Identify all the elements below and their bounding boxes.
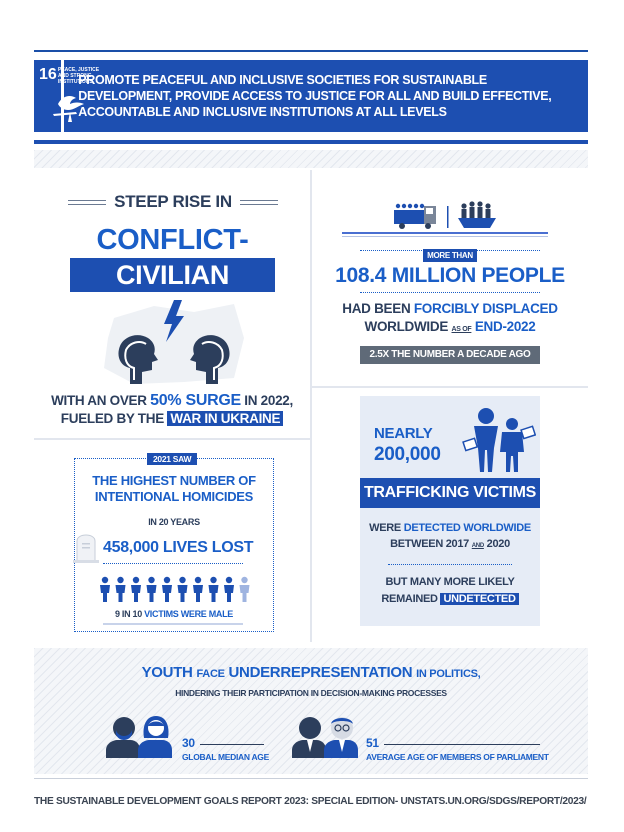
homicides-title: THE HIGHEST NUMBER OF INTENTIONAL HOMICI… [92, 473, 256, 504]
sdg-badge: 16 PEACE, JUSTICE AND STRONG INSTITUTION… [34, 60, 99, 132]
fueled-pre: FUELED BY THE [60, 411, 164, 426]
person-icon [162, 576, 172, 602]
footer-source: THE SUSTAINABLE DEVELOPMENT GOALS REPORT… [34, 796, 587, 807]
million-rule [360, 292, 540, 293]
surge-post: IN 2022, [244, 393, 293, 408]
age-mp-rule [384, 744, 540, 745]
person-icon [146, 576, 157, 602]
header-banner: 16 PEACE, JUSTICE AND STRONG INSTITUTION… [34, 60, 588, 132]
surge-text: WITH AN OVER 50% SURGE IN 2022, FUELED B… [34, 392, 310, 428]
trafficking-victims-box: TRAFFICKING VICTIMS [360, 478, 540, 508]
median-label: GLOBAL MEDIAN AGE [182, 752, 269, 762]
age-median-rule [200, 744, 264, 745]
double-rule [239, 199, 279, 205]
panel-civilian-deaths: STEEP RISE IN CONFLICT-RELATED CIVILIAN … [34, 170, 310, 438]
horizontal-divider-right [312, 386, 588, 388]
were: WERE [369, 522, 401, 534]
tombstone-icon [73, 534, 99, 563]
end-2022: END-2022 [474, 319, 536, 334]
year-end: 2020 [486, 538, 511, 550]
person-icon [131, 576, 141, 602]
between: BETWEEN 2017 [390, 538, 469, 550]
more-than-tag: MORE THAN [312, 245, 588, 263]
forcibly-displaced: FORCIBLY DISPLACED [413, 301, 558, 316]
male-victims-text: 9 IN 10 VICTIMS WERE MALE [75, 609, 273, 619]
panel-homicides: 2021 SAW THE HIGHEST NUMBER OF INTENTION… [34, 440, 310, 642]
panel-displaced: MORE THAN 108.4 MILLION PEOPLE HAD BEEN … [312, 170, 588, 386]
steep-text: STEEP RISE IN [114, 192, 232, 211]
dove-icon [53, 96, 84, 122]
person-icon [208, 576, 219, 602]
in-politics: IN POLITICS, [416, 668, 481, 680]
mp-label: AVERAGE AGE OF MEMBERS OF PARLIAMENT [366, 752, 549, 762]
civilian-deaths-box: CIVILIAN DEATHS [70, 258, 275, 324]
and: AND [471, 543, 484, 549]
vertical-divider [310, 170, 312, 642]
hatch-band [34, 150, 588, 168]
youth-word: YOUTH [141, 664, 193, 681]
remained: REMAINED [381, 593, 438, 605]
more-than-label: MORE THAN [423, 249, 477, 262]
transport-rule [342, 232, 548, 234]
line1-pre: HAD BEEN [342, 301, 411, 316]
truck-and-boat-icon [394, 201, 496, 229]
person-icon [239, 576, 250, 602]
truck-icon [394, 203, 436, 229]
boat-icon [458, 201, 496, 228]
homicides-box: 2021 SAW THE HIGHEST NUMBER OF INTENTION… [73, 453, 274, 632]
person-icon [224, 576, 234, 602]
trafficking-victims-icon [462, 408, 536, 472]
undetected-text: BUT MANY MORE LIKELY REMAINED UNDETECTED [360, 574, 540, 608]
youth-subtitle: HINDERING THEIR PARTICIPATION IN DECISIO… [175, 688, 447, 698]
person-icon [193, 576, 203, 602]
steep-heading: STEEP RISE IN [68, 192, 279, 212]
sdg-name: PEACE, JUSTICE AND STRONG INSTITUTIONS [58, 67, 100, 85]
age-median: 30 [182, 736, 195, 750]
panel-youth: YOUTH FACE UNDERREPRESENTATION IN POLITI… [34, 648, 588, 774]
conflict-heads-icon [104, 300, 244, 384]
lives-lost: 458,000 LIVES LOST [103, 539, 254, 556]
victims-people-row [100, 576, 250, 602]
nearly: NEARLY [374, 425, 433, 442]
detected-text: WERE DETECTED WORLDWIDE BETWEEN 2017 AND… [360, 520, 540, 554]
saw-tag: 2021 SAW [147, 453, 198, 465]
youth-icon [106, 716, 172, 758]
war-in-ukraine-box: WAR IN UKRAINE [167, 411, 284, 426]
male-number: 9 IN 10 [114, 609, 142, 619]
top-rule [34, 50, 588, 52]
sdg-number: 16 [39, 66, 57, 83]
person-icon [177, 576, 188, 602]
horizontal-divider-left [34, 438, 310, 440]
surge-pre: WITH AN OVER [51, 393, 147, 408]
trafficking-rule [388, 564, 512, 565]
underrepresentation-word: UNDERREPRESENTATION [228, 664, 413, 681]
but-many: BUT MANY MORE LIKELY [385, 576, 515, 588]
footer-rule [34, 778, 588, 779]
panel-trafficking: NEARLY 200,000 TRAFFICKING VICTIMS WERE … [360, 396, 540, 626]
displaced-text: HAD BEEN FORCIBLY DISPLACED WORLDWIDE AS… [312, 300, 588, 339]
parliament-members-icon [292, 717, 358, 758]
displaced-number: 108.4 MILLION PEOPLE [335, 264, 565, 287]
lives-rule [103, 563, 243, 564]
double-rule [68, 199, 107, 205]
youth-title: YOUTH FACE UNDERREPRESENTATION IN POLITI… [34, 664, 588, 681]
person-icon [100, 576, 110, 602]
age-mp: 51 [366, 736, 379, 750]
trafficking-number: 200,000 [374, 444, 441, 465]
as-of: AS OF [451, 326, 472, 333]
undetected-box: UNDETECTED [440, 593, 519, 605]
header-title: PROMOTE PEACEFUL AND INCLUSIVE SOCIETIES… [78, 73, 552, 119]
detected-worldwide: DETECTED WORLDWIDE [403, 522, 532, 534]
worldwide: WORLDWIDE [364, 319, 449, 334]
transport-rule-thin [342, 236, 548, 237]
face-word: FACE [196, 668, 225, 680]
person-icon [115, 576, 126, 602]
surge-pct: 50% SURGE [150, 392, 241, 409]
male-rule [103, 623, 243, 625]
male-label: VICTIMS WERE MALE [144, 609, 234, 619]
decade-box: 2.5X THE NUMBER A DECADE AGO [360, 346, 540, 364]
header-underline [34, 140, 588, 144]
homicides-years: IN 20 YEARS [148, 517, 200, 527]
